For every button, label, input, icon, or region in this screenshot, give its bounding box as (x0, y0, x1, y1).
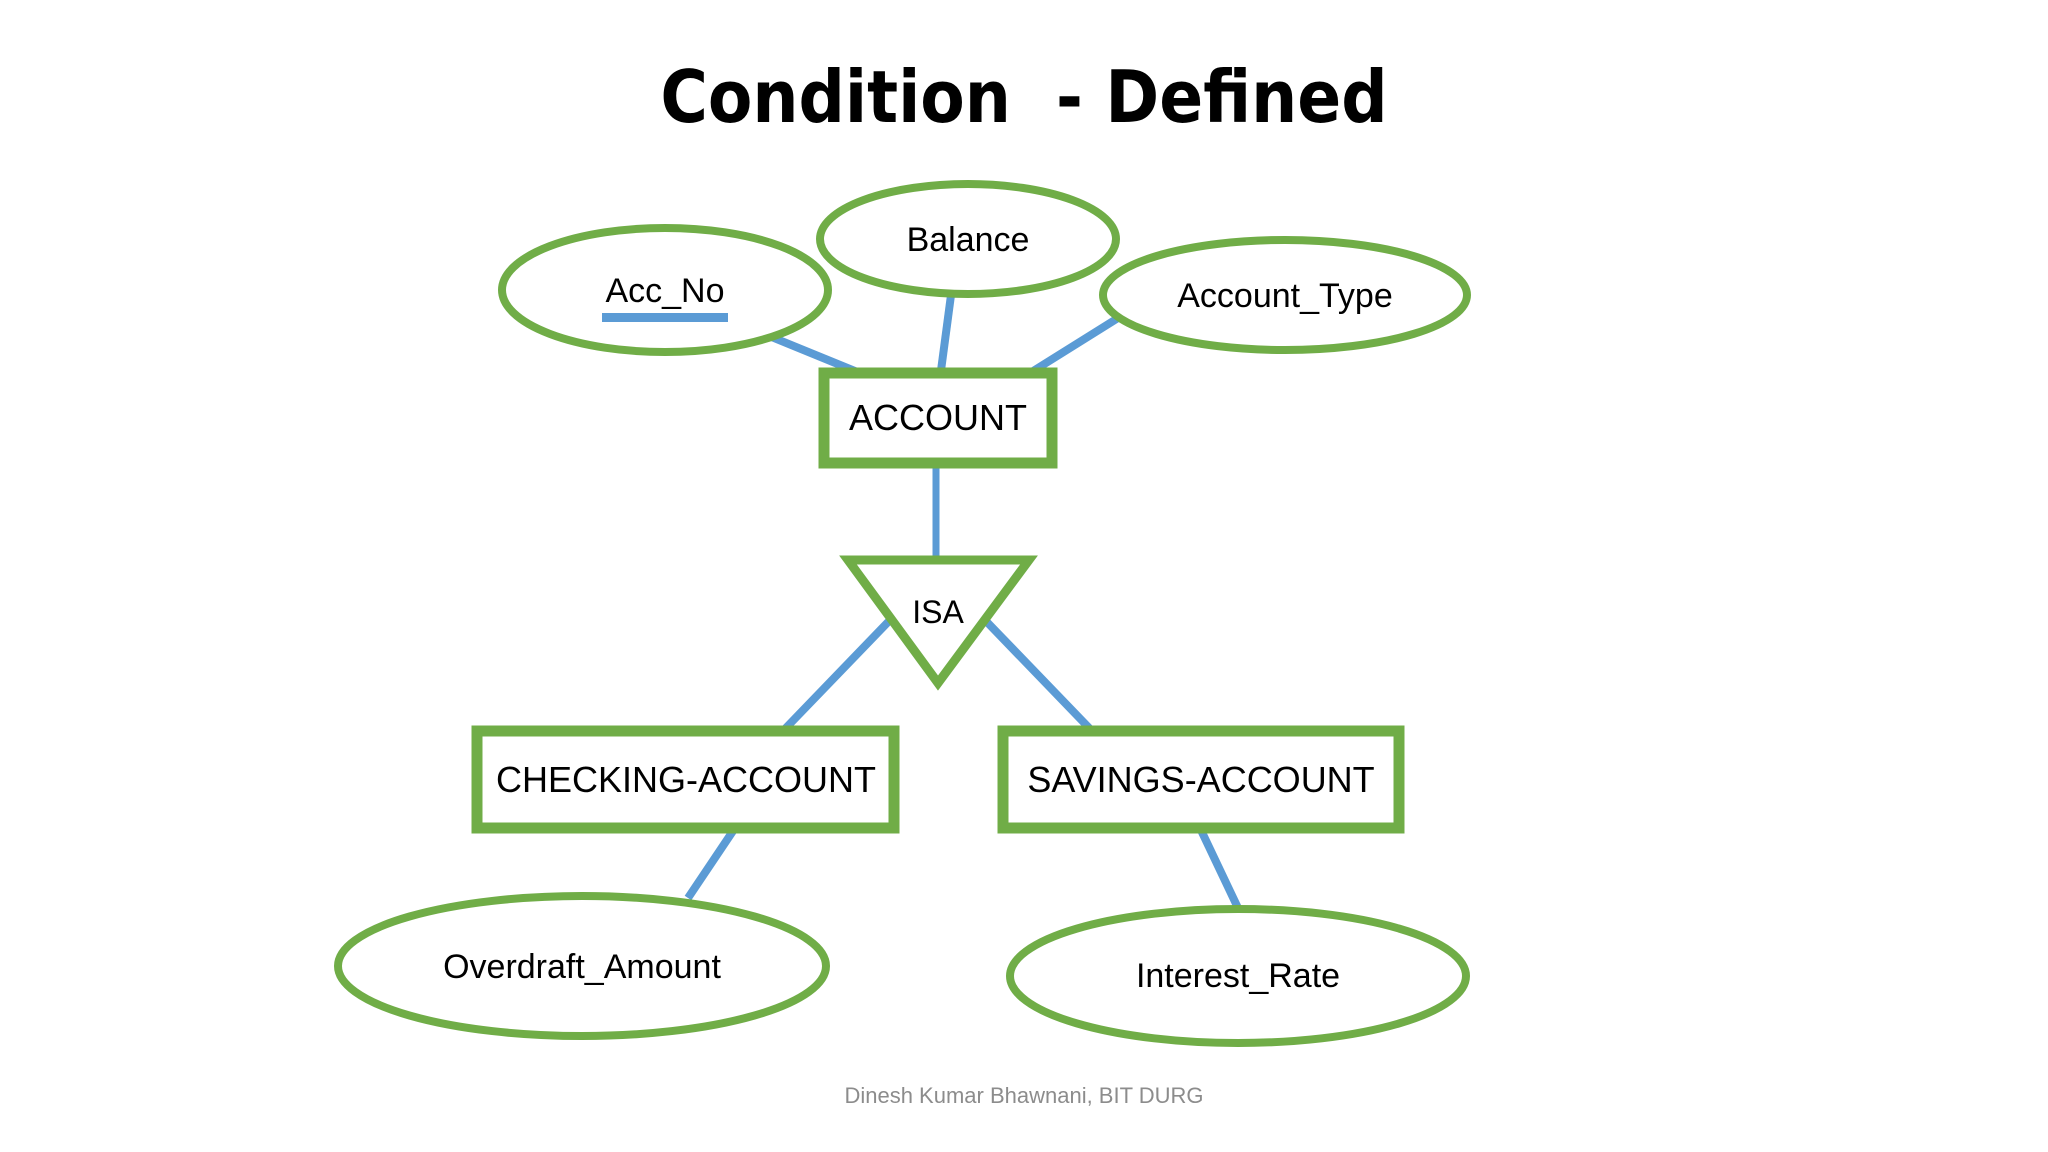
edge-isa-to-checking-account (779, 617, 893, 735)
entity-box-account[interactable] (818, 367, 1058, 469)
attribute-ellipse-balance[interactable] (816, 180, 1120, 298)
entity-shapes (471, 367, 1405, 834)
attribute-ellipse-interest-rate[interactable] (1006, 905, 1470, 1047)
edge-checking-account-to-overdraft-amount (684, 825, 739, 901)
slide-footer: Dinesh Kumar Bhawnani, BIT DURG (844, 1083, 1204, 1108)
entity-box-checking-account[interactable] (471, 725, 900, 834)
attribute-ellipse-acc-no[interactable] (498, 224, 832, 356)
edge-savings-account-to-interest-rate (1196, 826, 1242, 910)
primary-key-underline (602, 313, 728, 322)
edge-isa-to-savings-account (982, 617, 1096, 735)
specialization-triangle[interactable] (839, 555, 1038, 691)
isa-triangle-shape[interactable] (839, 555, 1038, 691)
attribute-shapes (334, 180, 1471, 1047)
entity-box-savings-account[interactable] (997, 725, 1405, 834)
attribute-ellipse-overdraft-amount[interactable] (334, 892, 830, 1040)
page-title: Condition - Defined (660, 55, 1388, 139)
attribute-ellipse-account-type[interactable] (1099, 236, 1471, 354)
